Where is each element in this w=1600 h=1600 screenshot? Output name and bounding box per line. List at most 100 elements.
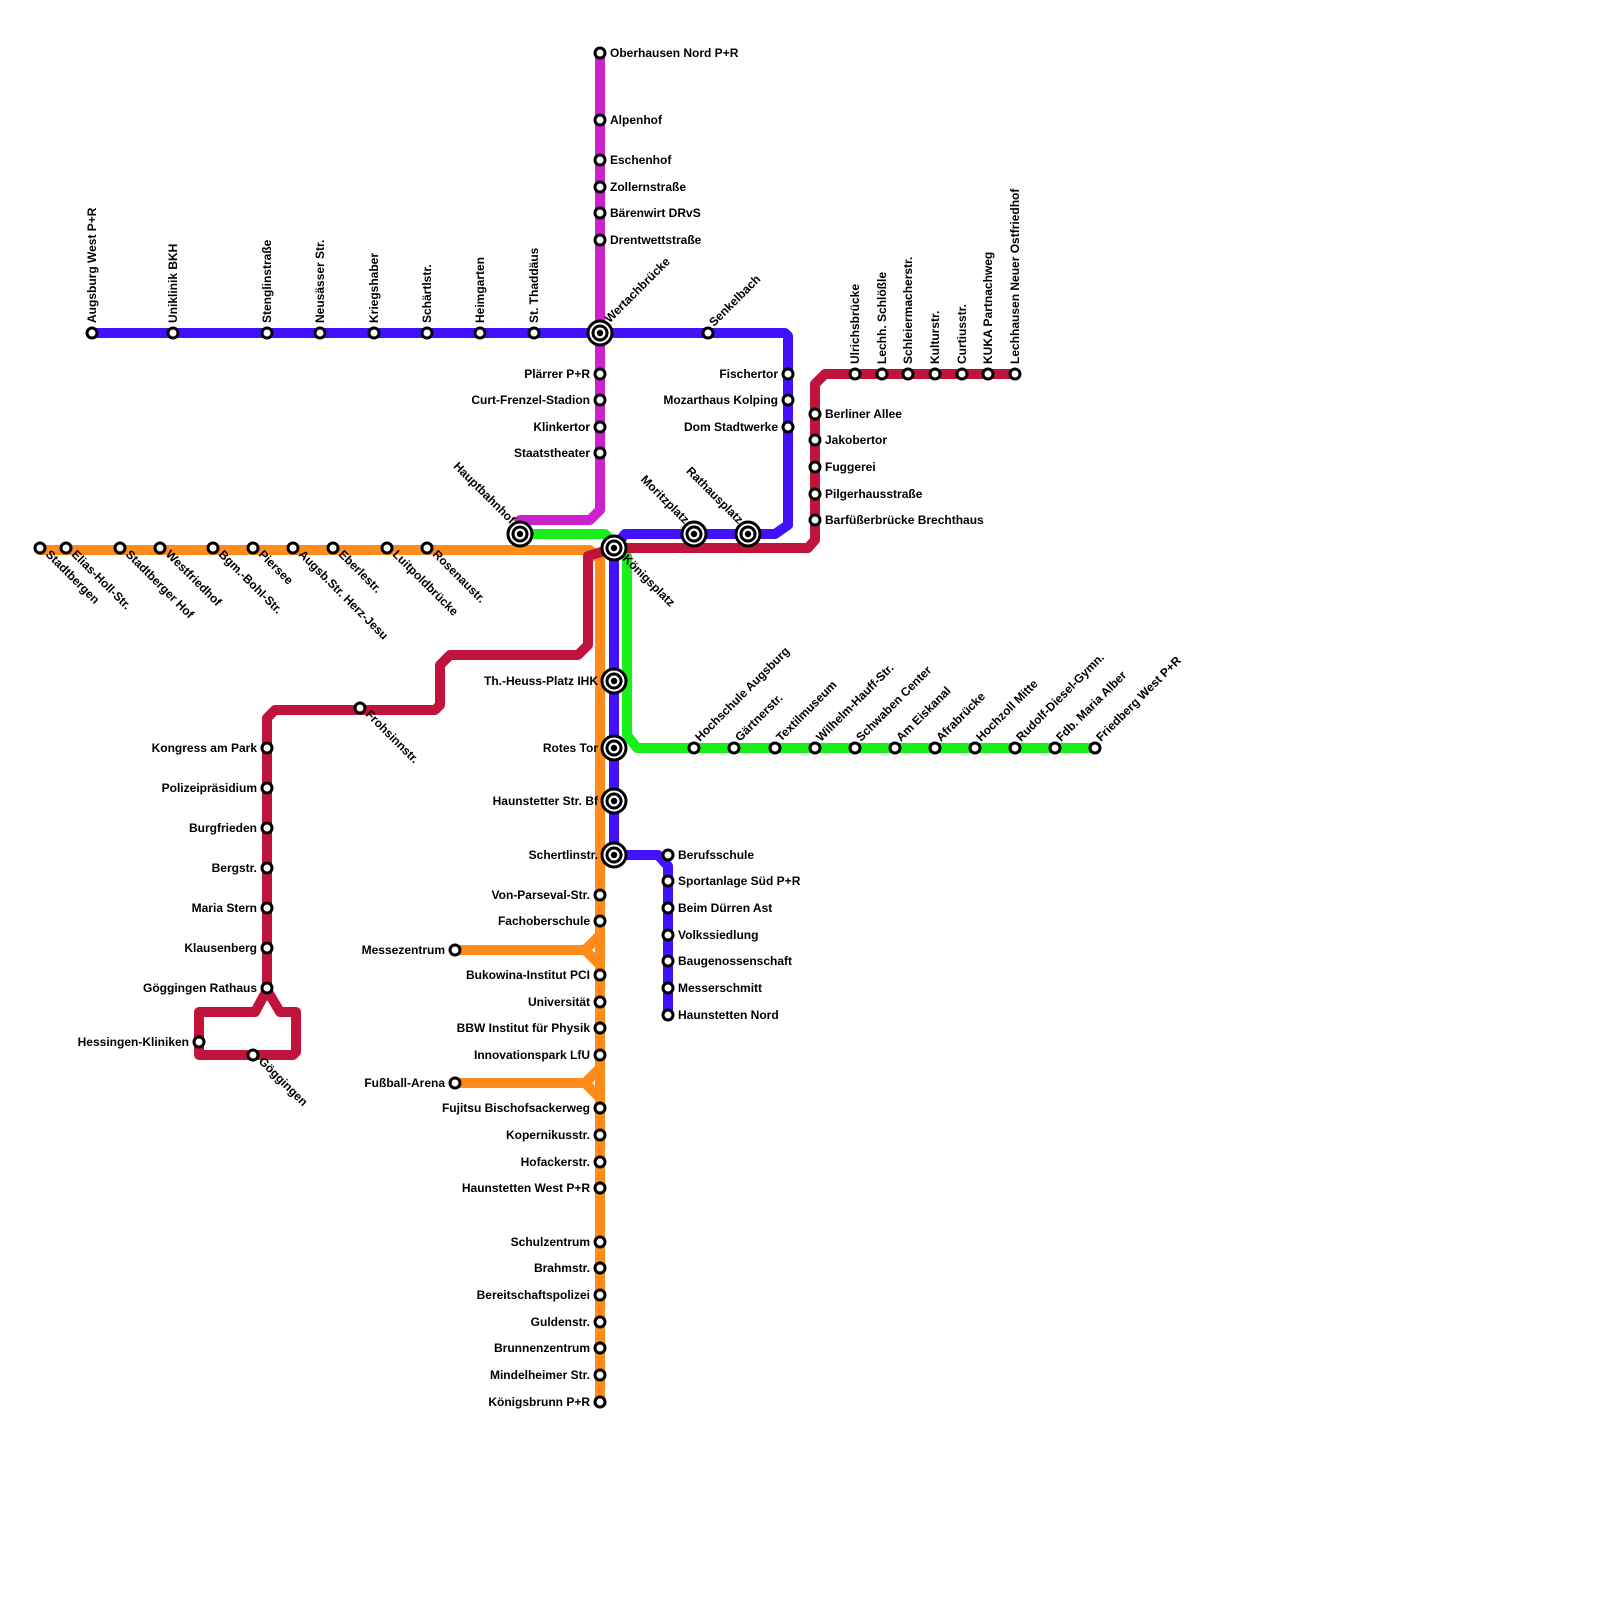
station-maria-stern[interactable]: Maria Stern [192, 901, 274, 915]
station-heimgarten[interactable]: Heimgarten [473, 257, 487, 340]
station-guldenstr[interactable]: Guldenstr. [531, 1315, 607, 1329]
station-fujitsu[interactable]: Fujitsu Bischofsackerweg [442, 1101, 607, 1115]
station-friedberg-west[interactable]: Friedberg West P+R [1088, 653, 1184, 755]
station-textilmuseum[interactable]: Textilmuseum [768, 678, 840, 755]
station-rotes-tor[interactable]: Rotes Tor [543, 734, 628, 762]
station-brahmstr[interactable]: Brahmstr. [534, 1261, 607, 1275]
station-baugenossenschaft[interactable]: Baugenossenschaft [661, 954, 792, 968]
station-jakobertor[interactable]: Jakobertor [808, 433, 887, 447]
stop-marker [661, 954, 675, 968]
station-baerenwirt[interactable]: Bärenwirt DRvS [593, 206, 701, 220]
station-goeggingen-rathaus[interactable]: Göggingen Rathaus [143, 981, 274, 995]
station-pilgerhaus[interactable]: Pilgerhausstraße [808, 487, 923, 501]
station-schleiermacher[interactable]: Schleiermacherstr. [901, 257, 915, 381]
station-klausenberg[interactable]: Klausenberg [184, 941, 274, 955]
station-hochzoll-mitte[interactable]: Hochzoll Mitte [968, 676, 1041, 755]
station-haunstetten-nord[interactable]: Haunstetten Nord [661, 1008, 779, 1022]
stop-marker [260, 861, 274, 875]
station-dom[interactable]: Dom Stadtwerke [684, 420, 795, 434]
station-curt-frenzel[interactable]: Curt-Frenzel-Stadion [471, 393, 607, 407]
stop-marker [448, 1076, 462, 1090]
station-zollernstrasse[interactable]: Zollernstraße [593, 180, 686, 194]
station-universitaet[interactable]: Universität [528, 995, 607, 1009]
station-hauptbahnhof[interactable]: Hauptbahnhof [451, 459, 534, 548]
station-label: Klinkertor [533, 420, 590, 434]
station-berliner-allee[interactable]: Berliner Allee [808, 407, 902, 421]
station-kongress[interactable]: Kongress am Park [152, 741, 274, 755]
station-neusaesser[interactable]: Neusässer Str. [313, 240, 327, 340]
station-fuggerei[interactable]: Fuggerei [808, 460, 876, 474]
station-haunstetten-west[interactable]: Haunstetten West P+R [462, 1181, 607, 1195]
stop-marker [661, 1008, 675, 1022]
station-mozarthaus[interactable]: Mozarthaus Kolping [663, 393, 795, 407]
station-label: Kongress am Park [152, 741, 258, 755]
station-ulrichsbruecke[interactable]: Ulrichsbrücke [848, 284, 862, 381]
station-stenglinstrasse[interactable]: Stenglinstraße [260, 239, 274, 340]
station-bbw[interactable]: BBW Institut für Physik [457, 1021, 607, 1035]
stop-marker [593, 888, 607, 902]
station-burgfrieden[interactable]: Burgfrieden [189, 821, 274, 835]
station-uniklinik[interactable]: Uniklinik BKH [166, 244, 180, 340]
station-fischertor[interactable]: Fischertor [719, 367, 795, 381]
station-haunstetter-bf[interactable]: Haunstetter Str. Bf [493, 787, 628, 815]
station-sportanlage[interactable]: Sportanlage Süd P+R [661, 874, 801, 888]
station-lechh-schloessle[interactable]: Lechh. Schlößle [875, 272, 889, 381]
station-lechhausen[interactable]: Lechhausen Neuer Ostfriedhof [1008, 188, 1022, 381]
station-bereitschaftspolizei[interactable]: Bereitschaftspolizei [477, 1288, 607, 1302]
station-beim-duerren[interactable]: Beim Dürren Ast [661, 901, 772, 915]
station-bukowina[interactable]: Bukowina-Institut PCI [466, 968, 607, 982]
station-alpenhof[interactable]: Alpenhof [593, 113, 663, 127]
station-label: Berliner Allee [825, 407, 902, 421]
stop-marker [781, 367, 795, 381]
station-staatstheater[interactable]: Staatstheater [514, 446, 607, 460]
station-fussball-arena[interactable]: Fußball-Arena [364, 1076, 462, 1090]
station-barfuesser[interactable]: Barfüßerbrücke Brechthaus [808, 513, 984, 527]
station-plaerrer[interactable]: Plärrer P+R [524, 367, 607, 381]
station-schertlinstr[interactable]: Schertlinstr. [529, 841, 628, 869]
station-hessingen[interactable]: Hessingen-Kliniken [78, 1035, 206, 1049]
station-klinkertor[interactable]: Klinkertor [533, 420, 607, 434]
stop-marker [246, 1048, 260, 1062]
interchange-dot [610, 851, 618, 859]
station-oberhausen-nord[interactable]: Oberhausen Nord P+R [593, 46, 739, 60]
station-eschenhof[interactable]: Eschenhof [593, 153, 672, 167]
station-label: Fuggerei [825, 460, 876, 474]
station-label: Klausenberg [184, 941, 257, 955]
stop-marker [260, 821, 274, 835]
station-von-parseval[interactable]: Von-Parseval-Str. [492, 888, 607, 902]
station-st-thaddaeus[interactable]: St. Thaddäus [527, 247, 541, 340]
station-messerschmitt[interactable]: Messerschmitt [661, 981, 762, 995]
station-kuka[interactable]: KUKA Partnachweg [981, 252, 995, 381]
station-curtiusstr[interactable]: Curtiusstr. [955, 304, 969, 381]
station-augsburg-west[interactable]: Augsburg West P+R [85, 207, 99, 340]
station-th-heuss[interactable]: Th.-Heuss-Platz IHK [484, 667, 628, 695]
station-label: Moritzplatz [638, 472, 692, 526]
stop-marker [768, 741, 782, 755]
stop-marker [808, 433, 822, 447]
station-label: Königsbrunn P+R [488, 1395, 590, 1409]
station-kriegshaber[interactable]: Kriegshaber [367, 253, 381, 340]
station-koenigsbrunn[interactable]: Königsbrunn P+R [488, 1395, 607, 1409]
station-label: Beim Dürren Ast [678, 901, 772, 915]
station-fachoberschule[interactable]: Fachoberschule [498, 914, 607, 928]
station-schaertlstr[interactable]: Schärtlstr. [420, 264, 434, 340]
station-schulzentrum[interactable]: Schulzentrum [511, 1235, 607, 1249]
station-label: Innovationspark LfU [474, 1048, 590, 1062]
station-messezentrum[interactable]: Messezentrum [362, 943, 462, 957]
station-innovationspark[interactable]: Innovationspark LfU [474, 1048, 607, 1062]
station-label: Bärenwirt DRvS [610, 206, 701, 220]
station-label: Sportanlage Süd P+R [678, 874, 801, 888]
station-polizeipraesidium[interactable]: Polizeipräsidium [162, 781, 274, 795]
stop-marker [380, 541, 394, 555]
station-brunnenzentrum[interactable]: Brunnenzentrum [494, 1341, 607, 1355]
station-mindelheimer[interactable]: Mindelheimer Str. [490, 1368, 607, 1382]
station-kulturstr[interactable]: Kulturstr. [928, 311, 942, 381]
station-bergstr[interactable]: Bergstr. [212, 861, 274, 875]
station-label: Drentwettstraße [610, 233, 702, 247]
station-volkssiedlung[interactable]: Volkssiedlung [661, 928, 758, 942]
station-berufsschule[interactable]: Berufsschule [661, 848, 754, 862]
station-kopernikus[interactable]: Kopernikusstr. [506, 1128, 607, 1142]
station-hofacker[interactable]: Hofackerstr. [521, 1155, 607, 1169]
station-drentwett[interactable]: Drentwettstraße [593, 233, 702, 247]
station-label: Jakobertor [825, 433, 887, 447]
